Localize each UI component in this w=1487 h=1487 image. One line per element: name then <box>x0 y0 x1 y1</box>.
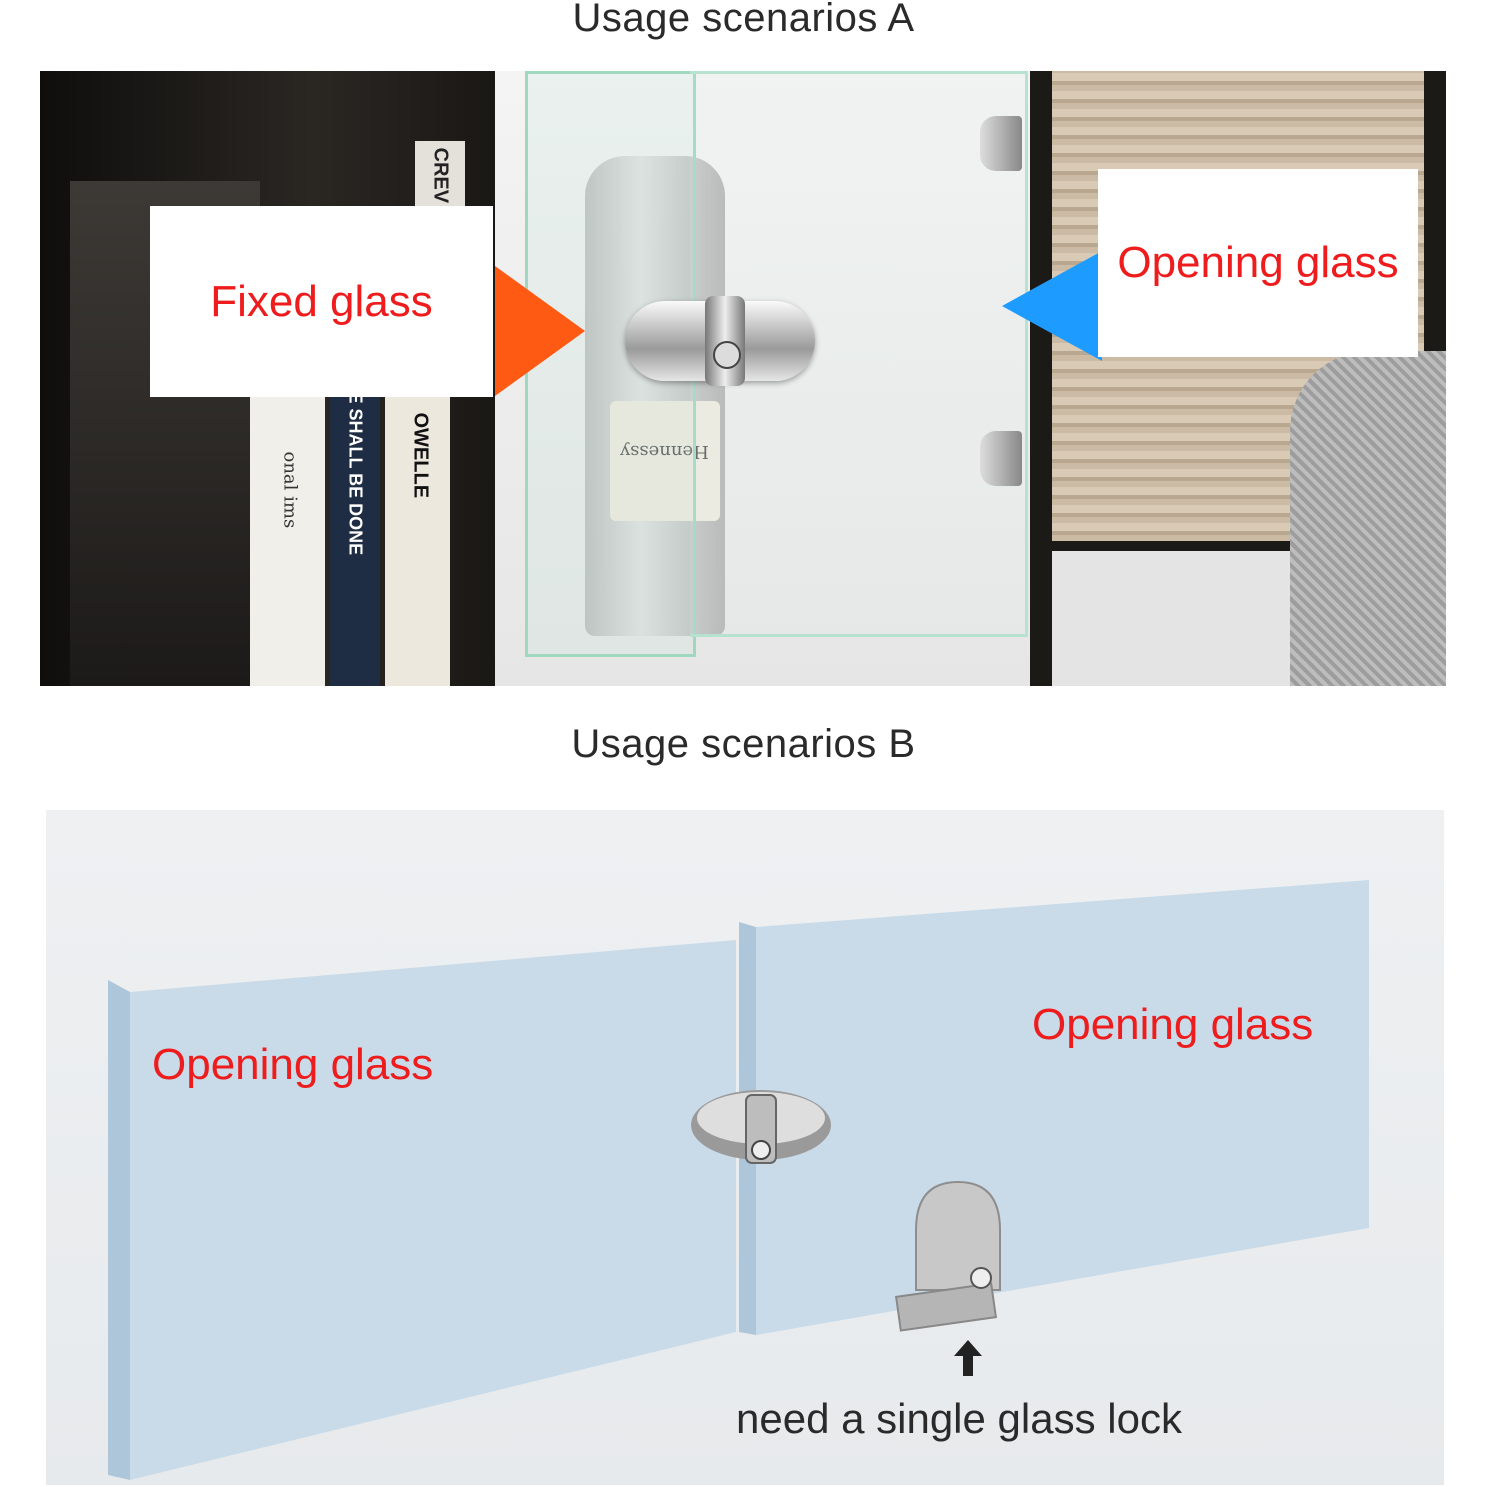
left-opening-glass-label: Opening glass <box>152 1040 434 1089</box>
single-lock-base <box>894 1282 998 1332</box>
heading-scenario-b: Usage scenarios B <box>571 722 916 766</box>
scenario-a-photo: onal ims E SHALL BE DONE OWELLE CREV Hen… <box>40 71 1446 686</box>
arrow-left-icon <box>1002 251 1102 361</box>
right-opening-glass-label: Opening glass <box>1032 1000 1314 1049</box>
fixed-glass-arrow <box>495 266 585 396</box>
bottle-label <box>610 401 720 521</box>
left-glass-panel-edge <box>108 980 130 1480</box>
bottle <box>585 156 725 636</box>
hinge-top <box>980 116 1022 171</box>
cushion <box>1290 351 1446 686</box>
scenario-b-illustration: Opening glass Opening glass need a singl… <box>46 810 1444 1485</box>
keyhole-icon <box>713 341 741 369</box>
book-3-spine-text: OWELLE <box>409 412 432 499</box>
book-2 <box>330 391 380 686</box>
single-lock-keyhole-icon <box>970 1267 992 1289</box>
opening-glass-label: Opening glass <box>1098 169 1418 357</box>
book-3 <box>385 371 450 686</box>
up-arrow-icon <box>954 1340 982 1376</box>
single-lock-body <box>915 1180 1001 1291</box>
glass-panels <box>108 880 1369 1480</box>
heading-scenario-a: Usage scenarios A <box>572 0 915 40</box>
single-lock-caption: need a single glass lock <box>736 1395 1182 1442</box>
double-lock-keyhole-icon <box>751 1140 771 1160</box>
left-glass-panel <box>130 940 736 1480</box>
book-2-spine-text: E SHALL BE DONE <box>345 391 366 556</box>
opening-glass-arrow <box>1002 251 1102 361</box>
book-1 <box>250 391 325 686</box>
fixed-glass-label: Fixed glass <box>150 206 493 397</box>
book-1-spine-text: onal ims <box>279 451 301 529</box>
arrow-right-icon <box>495 266 585 396</box>
right-glass-panel <box>756 880 1369 1335</box>
hinge-bottom <box>980 431 1022 486</box>
